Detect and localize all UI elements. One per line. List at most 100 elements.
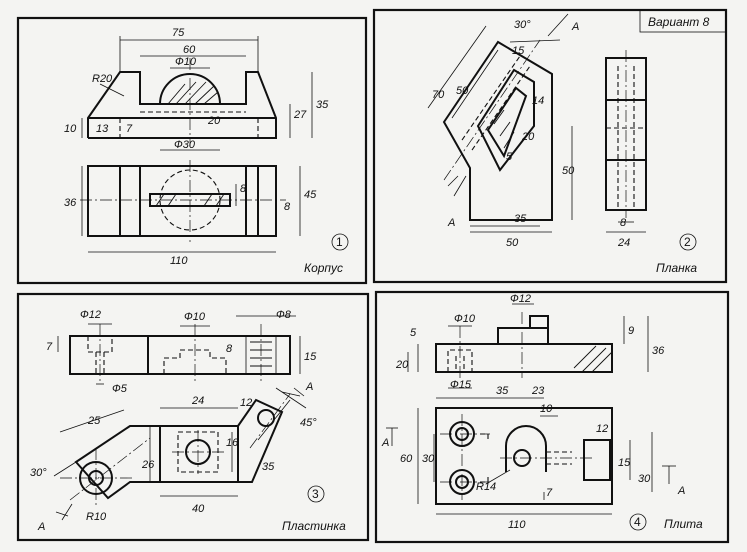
panel-3-top-view xyxy=(53,387,307,521)
panel-4-caption: Плита xyxy=(664,517,703,531)
dim-45: 45 xyxy=(304,189,317,201)
panel-2: Вариант 8 xyxy=(372,8,728,284)
panel-1-caption: Корпус xyxy=(304,261,343,275)
dim-27: 27 xyxy=(293,109,307,121)
panel-3-frame xyxy=(16,292,370,542)
dim-24a: 24 xyxy=(191,395,204,407)
dim-8b: 8 xyxy=(284,201,291,213)
section-a-top: A xyxy=(571,21,579,33)
dim-30deg: 30° xyxy=(30,467,47,479)
panel-4-frame xyxy=(374,290,730,544)
section-a-right: A xyxy=(677,485,685,497)
dim-5: 5 xyxy=(410,327,417,339)
dim-phi15: Ф15 xyxy=(450,379,472,391)
dim-r10: R10 xyxy=(86,511,107,523)
panel-4-front-view xyxy=(407,303,649,389)
dim-r20: R20 xyxy=(92,73,113,85)
section-a-left: A xyxy=(381,437,389,449)
dim-8: 8 xyxy=(226,343,233,355)
dim-r14: R14 xyxy=(476,481,496,493)
dim-phi12: Ф12 xyxy=(510,293,531,305)
panel-1-front-view xyxy=(81,36,313,151)
section-a-bottom: A xyxy=(37,521,45,533)
panel-3-caption: Пластинка xyxy=(282,519,346,533)
dim-50h: 50 xyxy=(506,237,519,249)
dim-40: 40 xyxy=(192,503,205,515)
dim-5: 5 xyxy=(506,151,513,163)
panel-3-number-circle xyxy=(307,485,325,503)
panel-2-side-view xyxy=(605,50,647,233)
dim-7: 7 xyxy=(46,341,53,353)
panel-2-number: 2 xyxy=(684,235,691,249)
dim-phi8: Ф8 xyxy=(276,309,292,321)
dim-7: 7 xyxy=(126,123,133,135)
dim-25: 25 xyxy=(87,415,101,427)
panel-3-front-view xyxy=(57,315,301,385)
panel-1-number-circle xyxy=(331,233,349,251)
dim-30b: 30 xyxy=(638,473,651,485)
section-a-bottom: A xyxy=(447,217,455,229)
section-a-top: A xyxy=(305,381,313,393)
dim-35: 35 xyxy=(262,461,275,473)
dim-50a: 50 xyxy=(456,85,469,97)
dim-12: 12 xyxy=(596,423,608,435)
dim-60: 60 xyxy=(400,453,413,465)
variant-box xyxy=(639,9,727,33)
dim-20: 20 xyxy=(521,131,535,143)
dim-phi10: Ф10 xyxy=(454,313,476,325)
dim-36: 36 xyxy=(64,197,77,209)
dim-110: 110 xyxy=(170,255,188,267)
dim-8: 8 xyxy=(620,217,627,229)
dim-70: 70 xyxy=(432,89,445,101)
dim-7: 7 xyxy=(546,487,553,499)
dim-12: 12 xyxy=(240,397,252,409)
dim-45deg: 45° xyxy=(300,417,317,429)
dim-15: 15 xyxy=(512,45,525,57)
dim-15: 15 xyxy=(304,351,317,363)
dim-10: 10 xyxy=(64,123,77,135)
panel-1-frame xyxy=(16,16,368,285)
panel-2-main-view xyxy=(427,13,573,233)
dim-35: 35 xyxy=(514,213,527,225)
dim-phi10: Ф10 xyxy=(175,56,197,68)
panel-1-number: 1 xyxy=(336,235,343,249)
panel-4: Ф12 Ф10 5 9 20 36 Ф15 35 23 10 12 60 30 … xyxy=(374,290,730,544)
panel-4-number: 4 xyxy=(634,515,641,529)
dim-20: 20 xyxy=(395,359,409,371)
dim-26: 26 xyxy=(141,459,155,471)
dim-75: 75 xyxy=(172,27,185,39)
dim-30a: 30 xyxy=(422,453,435,465)
dim-23: 23 xyxy=(531,385,545,397)
dim-36: 36 xyxy=(652,345,665,357)
dim-phi5: Ф5 xyxy=(112,383,128,395)
dim-10: 10 xyxy=(540,403,553,415)
panel-3-number: 3 xyxy=(312,487,319,501)
dim-30deg: 30° xyxy=(514,19,531,31)
panel-2-frame xyxy=(372,8,728,284)
dim-35: 35 xyxy=(316,99,329,111)
panel-2-caption: Планка xyxy=(656,261,697,275)
dim-phi12: Ф12 xyxy=(80,309,101,321)
dim-35: 35 xyxy=(496,385,509,397)
dim-14: 14 xyxy=(532,95,544,107)
panel-1-top-view xyxy=(80,160,301,253)
panel-3: Ф12 Ф10 Ф8 7 8 15 Ф5 25 24 12 45° 26 16 … xyxy=(16,292,370,542)
dim-phi30: Ф30 xyxy=(174,139,196,151)
dim-16: 16 xyxy=(226,437,239,449)
dim-8: 8 xyxy=(240,183,247,195)
panel-2-number-circle xyxy=(679,233,697,251)
dim-24: 24 xyxy=(617,237,630,249)
dim-13: 13 xyxy=(96,123,109,135)
panel-4-number-circle xyxy=(629,513,647,531)
dim-9: 9 xyxy=(628,325,634,337)
panel-1: 75 60 Ф10 R20 27 35 10 13 7 20 Ф30 36 8 … xyxy=(16,16,368,285)
panel-4-top-view xyxy=(386,397,676,515)
dim-20: 20 xyxy=(207,115,221,127)
variant-label: Вариант 8 xyxy=(648,15,710,29)
dim-60: 60 xyxy=(183,44,196,56)
dim-50v: 50 xyxy=(562,165,575,177)
dim-110: 110 xyxy=(508,519,526,531)
dim-15: 15 xyxy=(618,457,631,469)
dim-phi10: Ф10 xyxy=(184,311,206,323)
